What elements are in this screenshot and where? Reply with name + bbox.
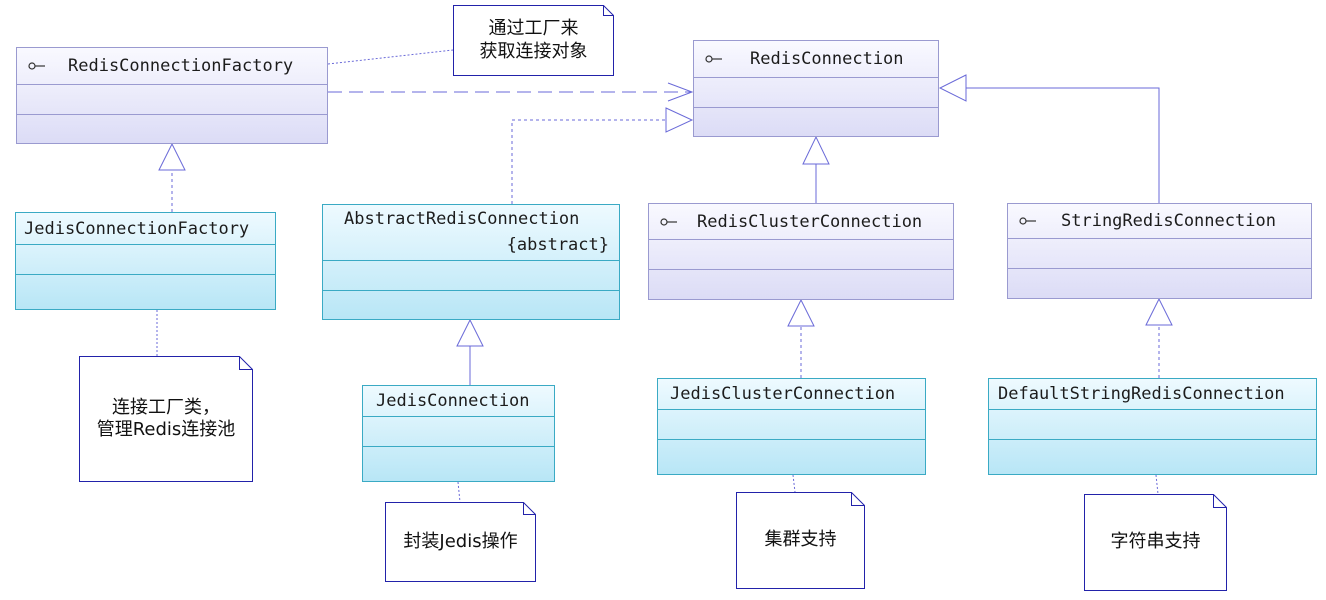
attributes-section	[1008, 238, 1311, 268]
interface-icon	[660, 217, 677, 226]
class-redis-cluster-connection[interactable]: RedisClusterConnection	[648, 203, 954, 300]
note-frame	[736, 492, 865, 589]
operations-section	[694, 107, 938, 136]
realization-defaultstring-arrowhead	[1145, 297, 1173, 326]
operations-section	[323, 290, 619, 319]
realization-factory-arrowhead	[158, 142, 186, 171]
class-jedis-connection[interactable]: JedisConnection	[362, 385, 555, 482]
attributes-section	[658, 409, 925, 439]
note-cluster[interactable]: 集群支持	[736, 492, 865, 589]
interface-icon	[28, 62, 45, 70]
class-abstract-redis-connection[interactable]: AbstractRedisConnection {abstract}	[322, 204, 620, 320]
abstract-stereotype: {abstract}	[506, 235, 609, 255]
attributes-section	[17, 84, 327, 114]
generalization-jedis-arrowhead	[456, 318, 484, 347]
attributes-section	[694, 77, 938, 107]
interface-icon	[705, 55, 722, 63]
note-text: 封装Jedis操作	[403, 530, 518, 552]
class-name: StringRedisConnection	[1061, 211, 1276, 231]
class-name: JedisConnectionFactory	[24, 218, 250, 239]
attributes-section	[649, 239, 953, 269]
class-jedis-cluster-connection[interactable]: JedisClusterConnection	[657, 378, 926, 475]
operations-section	[16, 274, 275, 309]
note-frame	[385, 502, 536, 582]
note-frame	[1084, 494, 1227, 591]
class-name: JedisClusterConnection	[670, 384, 896, 404]
realization-jediscluster-arrowhead	[787, 298, 815, 327]
note-frame	[453, 5, 614, 76]
class-name: RedisConnectionFactory	[68, 56, 294, 76]
realization-abstract-line	[511, 119, 666, 204]
attributes-section	[16, 244, 275, 274]
generalization-string-line	[966, 87, 1160, 203]
note-link-string	[1155, 474, 1159, 495]
operations-section	[17, 114, 327, 143]
note-text: 通过工厂来 获取连接对象	[479, 18, 588, 62]
operations-section	[1008, 268, 1311, 298]
attributes-section	[323, 260, 619, 290]
note-string[interactable]: 字符串支持	[1084, 494, 1227, 591]
class-jedis-connection-factory[interactable]: JedisConnectionFactory	[15, 212, 276, 310]
class-name: RedisClusterConnection	[697, 211, 923, 232]
note-link-jedis	[457, 481, 461, 503]
class-string-redis-connection[interactable]: StringRedisConnection	[1007, 203, 1312, 299]
note-link-factory	[327, 49, 454, 65]
class-name: RedisConnection	[750, 49, 904, 69]
interface-icon	[1019, 217, 1036, 225]
note-text: 字符串支持	[1110, 531, 1201, 553]
class-name: AbstractRedisConnection	[344, 209, 580, 229]
generalization-cluster-arrowhead	[802, 135, 830, 165]
attributes-section	[989, 409, 1316, 439]
class-name: DefaultStringRedisConnection	[998, 384, 1285, 404]
realization-abstract-arrowhead	[665, 107, 694, 133]
note-jedis[interactable]: 封装Jedis操作	[385, 502, 536, 582]
note-factory[interactable]: 通过工厂来 获取连接对象	[453, 5, 614, 76]
operations-section	[363, 446, 554, 481]
note-pool[interactable]: 连接工厂类， 管理Redis连接池	[79, 356, 253, 482]
operations-section	[658, 439, 925, 474]
note-link-cluster	[792, 474, 796, 493]
class-default-string-redis-connection[interactable]: DefaultStringRedisConnection	[988, 378, 1317, 475]
note-frame	[79, 356, 253, 482]
class-name: JedisConnection	[376, 391, 530, 411]
dependency-arrowhead	[667, 82, 694, 102]
class-redis-connection[interactable]: RedisConnection	[693, 40, 939, 137]
generalization-string-arrowhead	[938, 74, 967, 102]
note-text: 集群支持	[764, 529, 837, 551]
note-text: 连接工厂类， 管理Redis连接池	[96, 396, 236, 441]
class-redis-connection-factory[interactable]: RedisConnectionFactory	[16, 47, 328, 144]
operations-section	[649, 269, 953, 299]
operations-section	[989, 439, 1316, 474]
attributes-section	[363, 416, 554, 446]
